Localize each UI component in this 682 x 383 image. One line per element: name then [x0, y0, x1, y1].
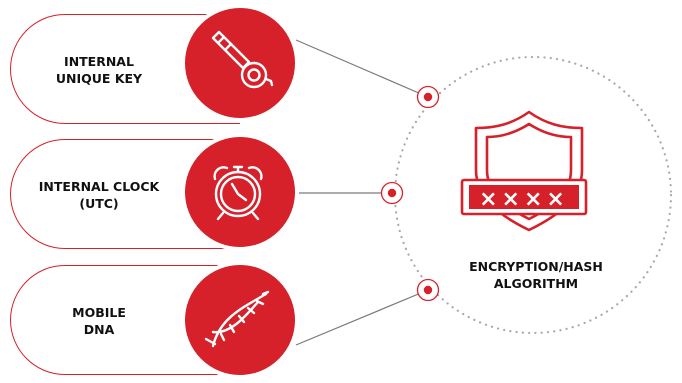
input-label-internal-clock: INTERNAL CLOCK (UTC)	[38, 179, 160, 211]
input-label-unique-key: INTERNAL UNIQUE KEY	[55, 54, 143, 86]
input-label-mobile-dna: MOBILE DNA	[72, 305, 126, 337]
algorithm-dotted-ring	[393, 55, 673, 335]
input-card-internal-clock: INTERNAL CLOCK (UTC)	[10, 139, 240, 249]
connector-node-dna	[416, 278, 440, 302]
input-card-mobile-dna: MOBILE DNA	[10, 265, 240, 375]
connector-line-key	[295, 39, 429, 98]
algorithm-label: ENCRYPTION/HASH ALGORITHM	[469, 259, 603, 291]
connector-line-dna	[295, 289, 429, 346]
connector-node-clock	[380, 181, 404, 205]
input-card-unique-key: INTERNAL UNIQUE KEY	[10, 14, 240, 124]
connector-node-key	[416, 85, 440, 109]
